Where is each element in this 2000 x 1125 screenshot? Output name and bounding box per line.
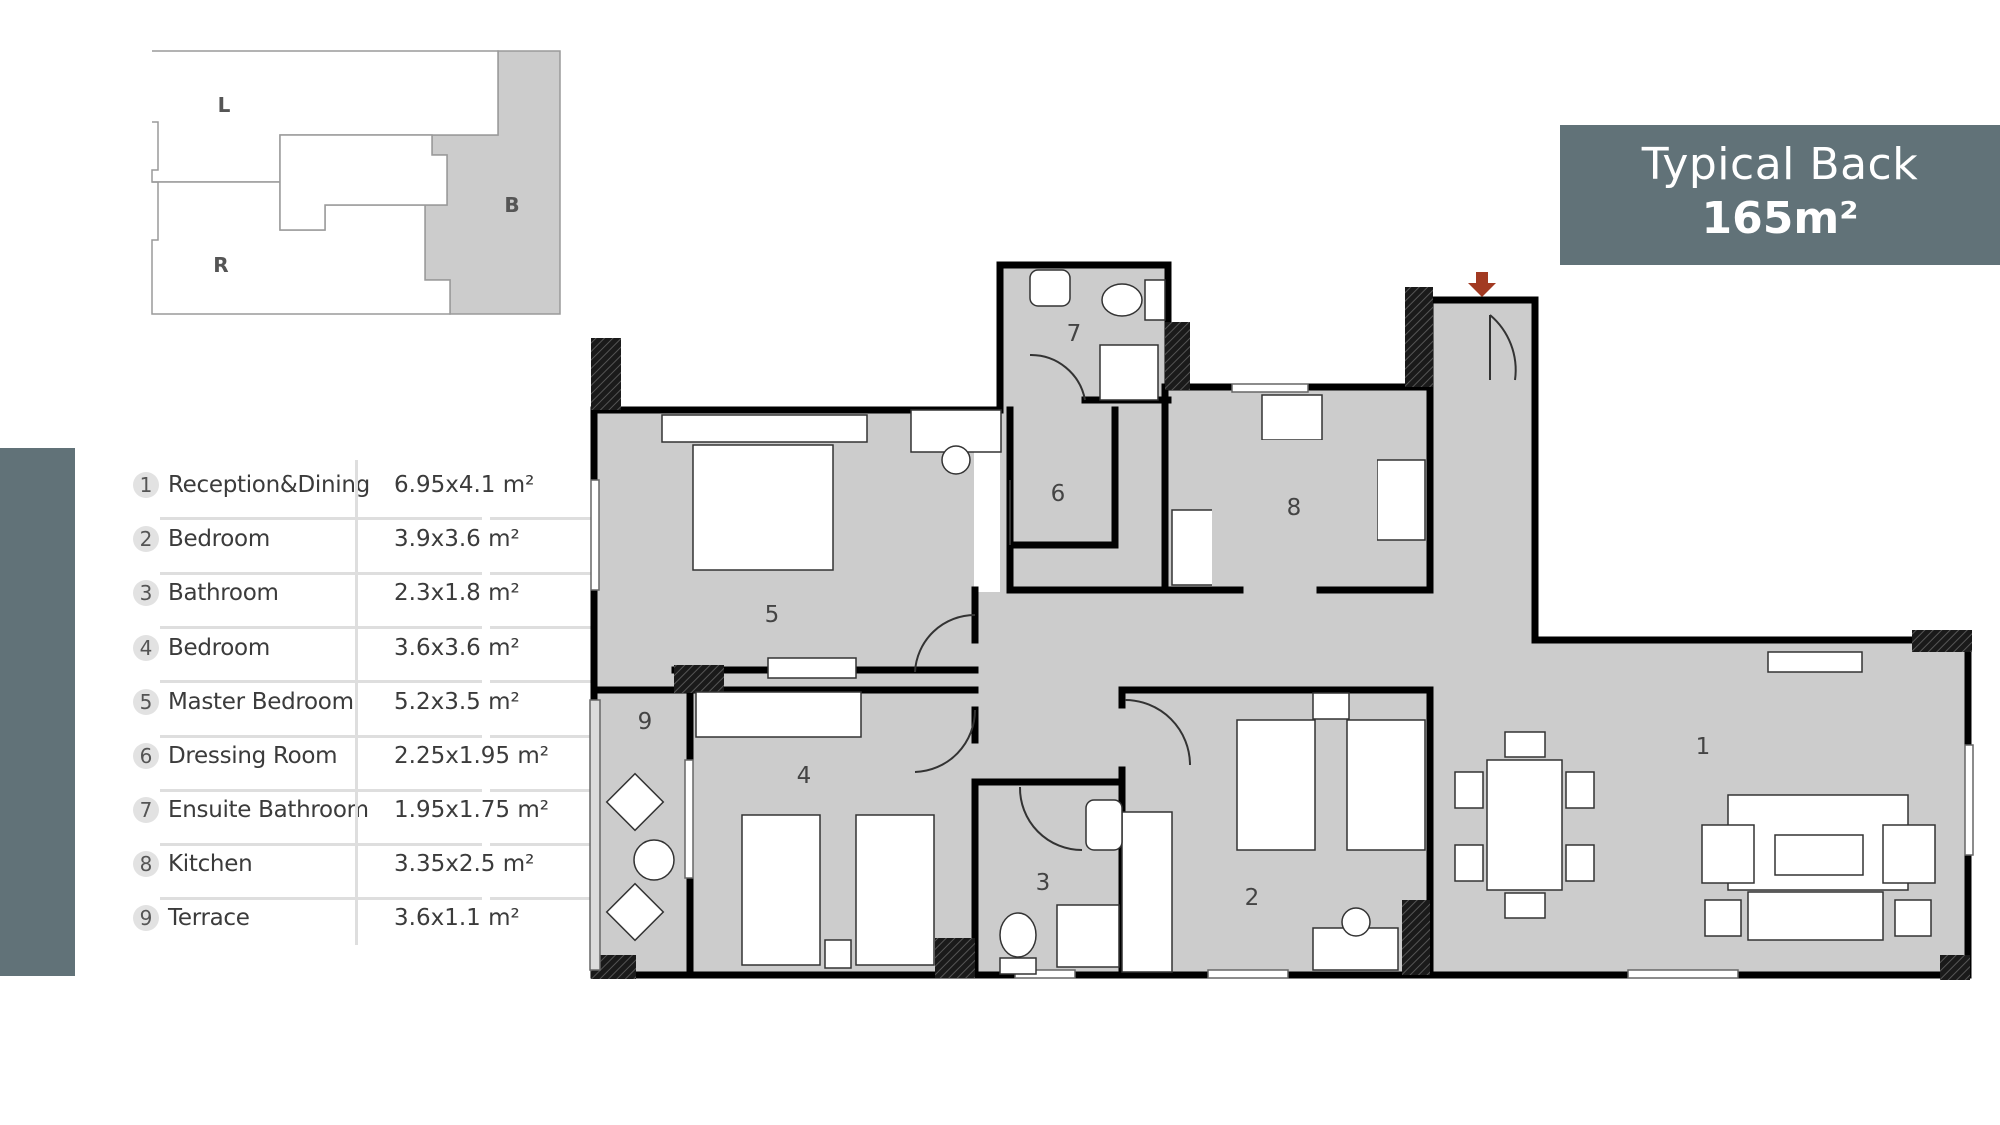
plan-label-3: 3 xyxy=(1036,870,1051,896)
room-schedule: 1 Reception&Dining 6.95x4.1 m² 2 Bedroom… xyxy=(130,460,680,947)
table-rule xyxy=(490,789,680,792)
key-plan-core xyxy=(279,134,448,231)
room-name: Ensuite Bathroom xyxy=(168,797,369,823)
table-rule xyxy=(160,680,482,683)
plan-label-8: 8 xyxy=(1287,495,1302,521)
room-number: 9 xyxy=(133,905,159,931)
key-plan-label-r: R xyxy=(213,253,228,277)
room-row: 9 Terrace 3.6x1.1 m² xyxy=(130,893,560,947)
room-row: 5 Master Bedroom 5.2x3.5 m² xyxy=(130,677,560,731)
key-plan-label-l: L xyxy=(218,93,231,117)
room-size: 2.3x1.8 m² xyxy=(394,580,520,606)
room-number: 6 xyxy=(133,743,159,769)
plan-room-numbers: 1 2 3 4 5 6 7 8 9 xyxy=(638,321,1711,911)
table-rule xyxy=(490,897,680,900)
room-row: 1 Reception&Dining 6.95x4.1 m² xyxy=(130,460,560,514)
room-name: Bathroom xyxy=(168,580,279,606)
plan-label-4: 4 xyxy=(797,763,812,789)
bed-bedroom2-a xyxy=(1236,719,1316,851)
bed-bedroom4-b xyxy=(855,814,935,966)
plan-label-2: 2 xyxy=(1245,885,1260,911)
plan-label-6: 6 xyxy=(1051,481,1066,507)
unit-type-title: Typical Back xyxy=(1641,139,1919,190)
room-row: 8 Kitchen 3.35x2.5 m² xyxy=(130,839,560,893)
table-rule xyxy=(490,680,680,683)
room-name: Terrace xyxy=(168,905,250,931)
table-rule xyxy=(160,897,482,900)
room-size: 3.9x3.6 m² xyxy=(394,526,520,552)
table-rule xyxy=(160,843,482,846)
plan-label-7: 7 xyxy=(1067,321,1082,347)
table-rule xyxy=(490,572,680,575)
table-rule xyxy=(160,517,482,520)
room-number: 4 xyxy=(133,635,159,661)
doors xyxy=(914,314,1517,851)
table-rule xyxy=(160,735,482,738)
room-size: 6.95x4.1 m² xyxy=(394,472,535,498)
table-rule xyxy=(490,843,680,846)
room-row: 6 Dressing Room 2.25x1.95 m² xyxy=(130,731,560,785)
room-row: 4 Bedroom 3.6x3.6 m² xyxy=(130,623,560,677)
room-name: Reception&Dining xyxy=(168,472,370,498)
structural-columns xyxy=(591,287,1972,980)
room-size: 3.6x3.6 m² xyxy=(394,635,520,661)
table-rule xyxy=(490,626,680,629)
room-number: 2 xyxy=(133,526,159,552)
room-number: 7 xyxy=(133,797,159,823)
windows xyxy=(589,383,1974,979)
bed-bedroom2-b xyxy=(1346,719,1426,851)
room-number: 1 xyxy=(133,472,159,498)
plan-label-1: 1 xyxy=(1696,734,1711,760)
bed-master xyxy=(692,444,834,571)
side-accent-bar xyxy=(0,448,75,976)
room-row: 3 Bathroom 2.3x1.8 m² xyxy=(130,568,560,622)
room-number: 5 xyxy=(133,689,159,715)
table-rule xyxy=(490,735,680,738)
room-name: Kitchen xyxy=(168,851,253,877)
table-rule xyxy=(490,517,680,520)
table-column-divider xyxy=(355,460,358,945)
key-plan-label-b: B xyxy=(504,193,519,217)
key-plan: L B R xyxy=(151,50,561,315)
plan-label-5: 5 xyxy=(765,602,780,628)
furniture xyxy=(605,269,1936,975)
room-name: Master Bedroom xyxy=(168,689,354,715)
room-name: Bedroom xyxy=(168,526,270,552)
room-size: 1.95x1.75 m² xyxy=(394,797,549,823)
table-rule xyxy=(160,789,482,792)
sofa xyxy=(1747,891,1884,941)
dining-table xyxy=(1486,759,1563,891)
room-number: 8 xyxy=(133,851,159,877)
entrance-arrow-icon xyxy=(1468,272,1496,297)
room-size: 3.6x1.1 m² xyxy=(394,905,520,931)
unit-area: 165m² xyxy=(1701,193,1859,244)
bed-bedroom4-a xyxy=(741,814,821,966)
room-row: 7 Ensuite Bathroom 1.95x1.75 m² xyxy=(130,785,560,839)
room-size: 2.25x1.95 m² xyxy=(394,743,549,769)
room-size: 3.35x2.5 m² xyxy=(394,851,535,877)
room-name: Bedroom xyxy=(168,635,270,661)
room-row: 2 Bedroom 3.9x3.6 m² xyxy=(130,514,560,568)
table-rule xyxy=(160,572,482,575)
room-size: 5.2x3.5 m² xyxy=(394,689,520,715)
table-rule xyxy=(160,626,482,629)
room-number: 3 xyxy=(133,580,159,606)
plan-label-9: 9 xyxy=(638,709,653,735)
room-name: Dressing Room xyxy=(168,743,338,769)
unit-title-box: Typical Back 165m² xyxy=(1560,125,2000,265)
